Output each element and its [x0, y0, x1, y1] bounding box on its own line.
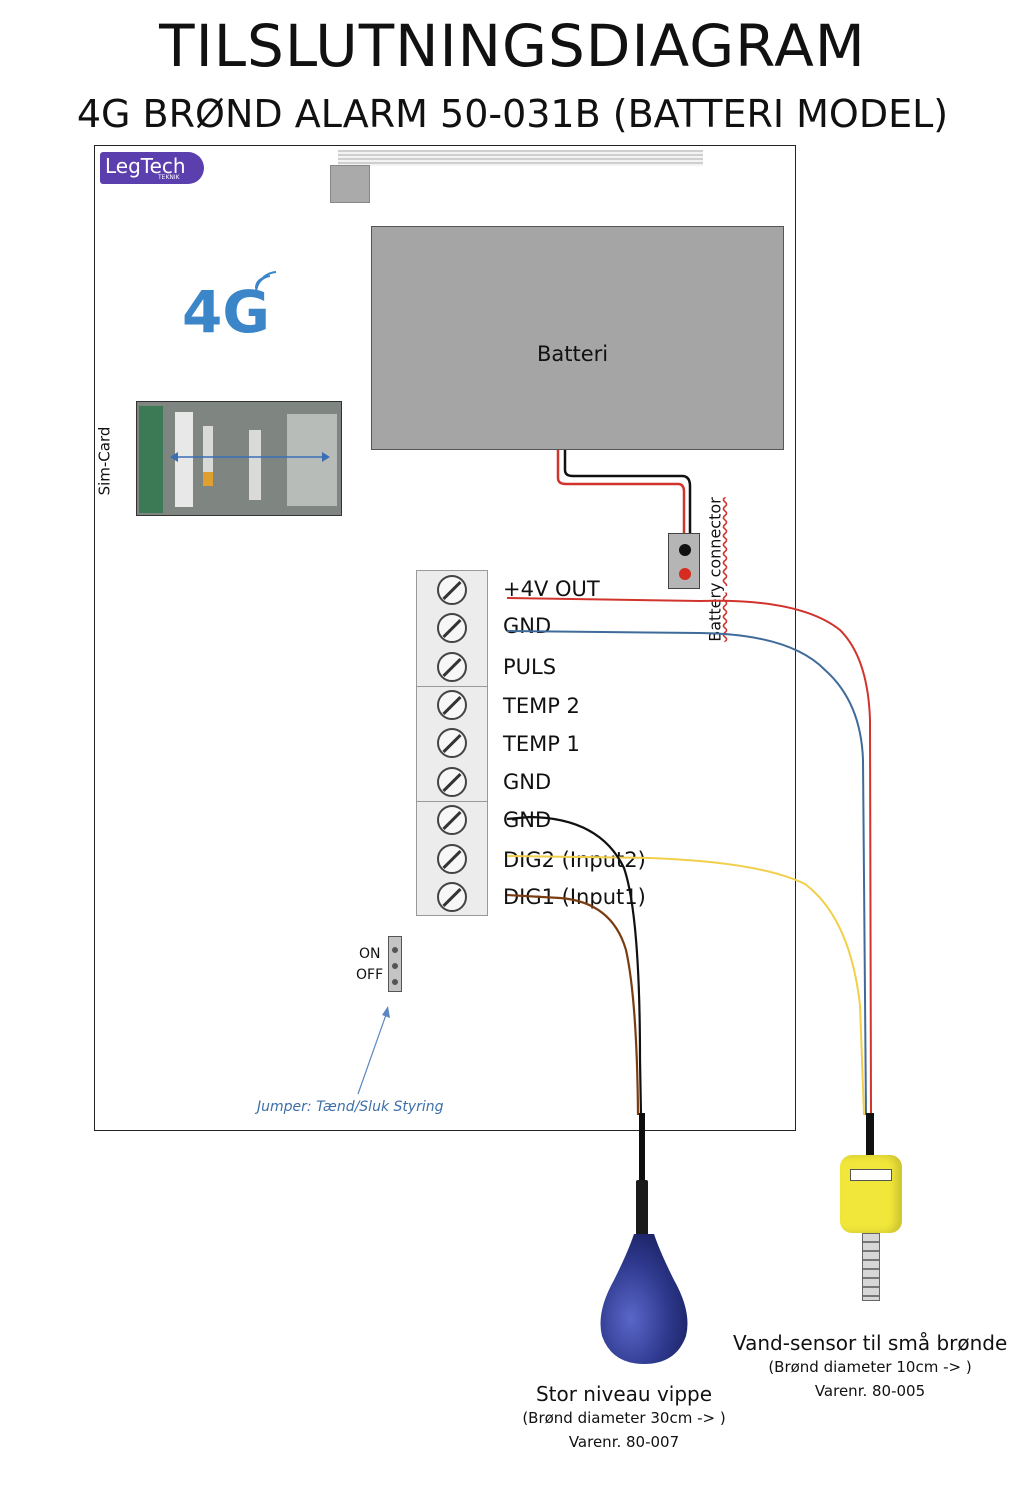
terminal-label-temp2: TEMP 2 [503, 694, 580, 718]
terminal-divider [416, 801, 488, 802]
page-title: TILSLUTNINGSDIAGRAM [159, 12, 866, 80]
connector-black-pin [679, 544, 691, 556]
sim-insert-arrow-icon [170, 452, 330, 462]
terminal-label-gnd: GND [503, 770, 552, 794]
sensor-blue-wire [506, 630, 867, 1116]
terminal-label-puls: PULS [503, 655, 557, 679]
battery-label: Batteri [537, 342, 609, 366]
water-sensor-body [840, 1155, 902, 1233]
terminal-screw[interactable] [437, 767, 467, 797]
float-sensor-item-number: Varenr. 80-007 [568, 1433, 680, 1451]
circuit-board [94, 145, 796, 1131]
terminal-screw[interactable] [437, 805, 467, 835]
sensor-red-wire [506, 597, 872, 1116]
terminal-screw[interactable] [437, 728, 467, 758]
float-cable [639, 1113, 645, 1183]
float-black-wire [506, 815, 643, 1116]
water-sensor-item-number: Varenr. 80-005 [814, 1382, 926, 1400]
water-sensor-name: Vand-sensor til små brønde [733, 1331, 1008, 1355]
antenna-strip [338, 150, 703, 166]
terminal-label-dig2: DIG2 (Input2) [503, 848, 646, 872]
water-sensor-probe [862, 1233, 880, 1301]
jumper-off-label: OFF [356, 967, 384, 983]
terminal-label-gnd: GND [503, 808, 552, 832]
terminal-screw[interactable] [437, 652, 467, 682]
sensor-yellow-wire [506, 855, 865, 1116]
terminal-divider [416, 686, 488, 687]
terminal-screw[interactable] [437, 690, 467, 720]
terminal-screw[interactable] [437, 844, 467, 874]
jumper-note: Jumper: Tænd/Sluk Styring [257, 1099, 444, 1115]
jumper-pointer-arrow-icon [357, 1006, 390, 1095]
water-sensor-cable [866, 1113, 874, 1157]
antenna-pad [330, 165, 370, 203]
terminal-screw[interactable] [437, 613, 467, 643]
sim-card-slot[interactable] [136, 401, 342, 516]
terminal-label-temp1: TEMP 1 [503, 732, 580, 756]
battery [371, 226, 784, 450]
float-brown-wire [506, 893, 640, 1116]
float-sensor-detail: (Brønd diameter 30cm -> ) [522, 1409, 726, 1427]
logo-text: LegTech [105, 154, 186, 178]
water-sensor-detail: (Brønd diameter 10cm -> ) [768, 1358, 972, 1376]
connector-red-pin [679, 568, 691, 580]
legtech-logo: LegTech TEKNIK [100, 152, 204, 184]
battery-black-wire [563, 450, 692, 533]
float-cable-sleeve [636, 1180, 648, 1240]
signal-waves-icon [254, 271, 277, 296]
power-jumper[interactable] [388, 936, 402, 992]
terminal-screw[interactable] [437, 882, 467, 912]
battery-connector[interactable] [668, 533, 700, 589]
jumper-on-label: ON [359, 946, 381, 962]
terminal-label-4v-out: +4V OUT [503, 577, 600, 601]
float-sensor-name: Stor niveau vippe [535, 1382, 713, 1406]
float-switch-icon [600, 1234, 688, 1364]
terminal-screw[interactable] [437, 575, 467, 605]
page-subtitle: 4G BRØND ALARM 50-031B (BATTERI MODEL) [76, 92, 949, 136]
terminal-label-gnd: GND [503, 614, 552, 638]
battery-red-wire [556, 450, 686, 533]
logo-subtext: TEKNIK [158, 174, 180, 181]
